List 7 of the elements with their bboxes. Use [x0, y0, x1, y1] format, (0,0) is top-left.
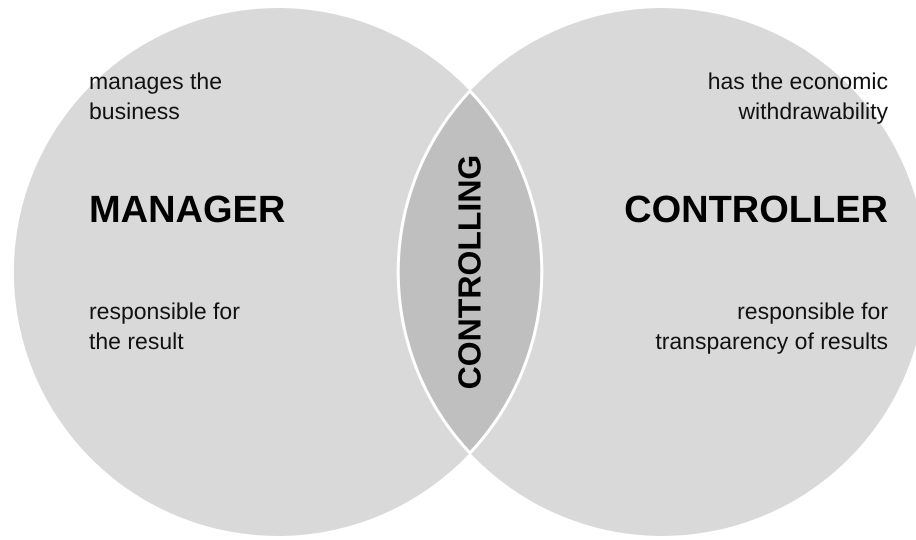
role-title: MANAGER: [89, 188, 286, 232]
description-text: responsible for the result: [89, 297, 241, 356]
description-text: manages the business: [89, 67, 223, 126]
overlap-title: CONTROLLING: [452, 154, 488, 390]
description-text: has the economic withdrawability: [706, 67, 888, 126]
description-text: responsible for transparency of results: [654, 297, 888, 356]
role-title: CONTROLLER: [623, 188, 888, 232]
